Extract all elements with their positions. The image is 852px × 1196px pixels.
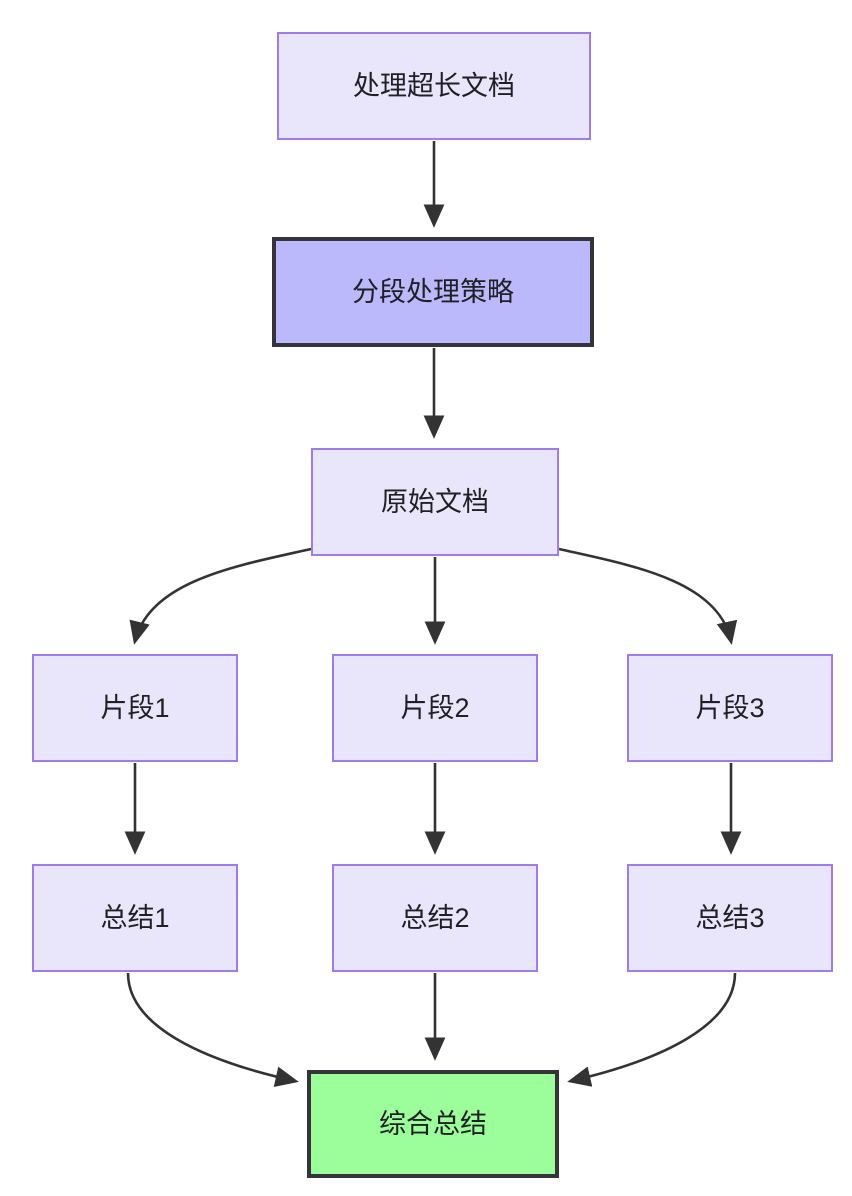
node-label: 总结2 [400,902,470,933]
node-label: 分段处理策略 [352,276,514,307]
node-comprehensive-summary[interactable]: 综合总结 [307,1070,559,1178]
node-label: 原始文档 [381,486,489,517]
edge-summary1-to-final [126,972,299,1087]
node-label: 片段2 [400,692,470,723]
node-label: 总结1 [100,902,170,933]
node-label: 处理超长文档 [353,70,515,101]
node-summary-1[interactable]: 总结1 [32,864,238,972]
node-fragment-2[interactable]: 片段2 [332,654,538,762]
edge-source-to-fragment1 [129,547,312,645]
node-label: 片段3 [695,692,765,723]
node-label: 总结3 [695,902,765,933]
node-summary-3[interactable]: 总结3 [627,864,833,972]
node-original-document[interactable]: 原始文档 [311,448,559,556]
edge-summary3-to-final [567,972,737,1087]
node-process-long-document[interactable]: 处理超长文档 [277,32,591,140]
node-label: 综合总结 [379,1108,487,1139]
edge-source-to-fragment3 [558,547,738,645]
node-fragment-3[interactable]: 片段3 [627,654,833,762]
node-summary-2[interactable]: 总结2 [332,864,538,972]
node-segmented-processing-strategy[interactable]: 分段处理策略 [272,237,594,347]
node-fragment-1[interactable]: 片段1 [32,654,238,762]
node-label: 片段1 [100,692,170,723]
